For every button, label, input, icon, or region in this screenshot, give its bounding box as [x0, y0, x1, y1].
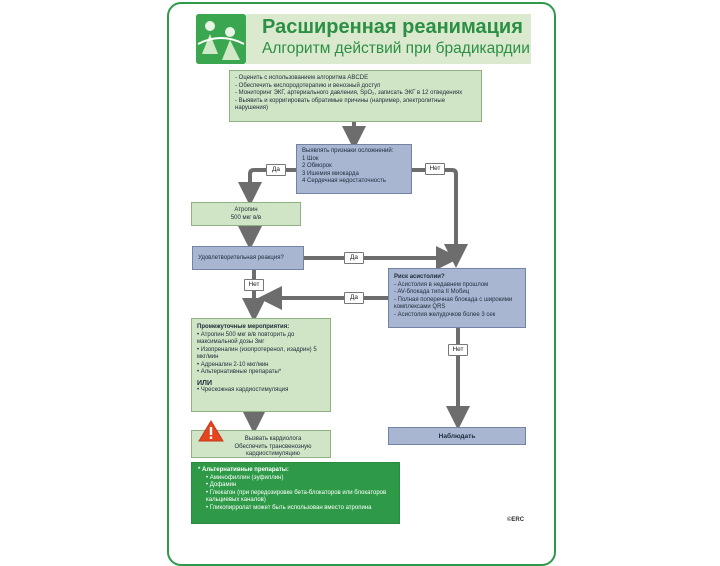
alternative-drug-item: • Глюкагон (при передозировке бета-блока… — [206, 489, 387, 504]
interim-item: • Атропин 500 мкг в/в повторить до макси… — [197, 331, 295, 346]
interim-measures-box: Промежуточные мероприятия: • Атропин 500… — [191, 318, 331, 412]
asystole-risk-box: Риск асистолии? - Асистолия в недавнем п… — [388, 268, 526, 328]
no-tag-risk: Нет — [448, 344, 468, 356]
no-tag-signs: Нет — [425, 163, 445, 175]
alternative-drug-item: • Дофамин — [206, 482, 237, 488]
page-title: Расширенная реанимация — [262, 16, 523, 38]
copyright-mark: ©ERC — [507, 517, 525, 523]
assessment-item: - Обеспечить кислородотерапию и венозный… — [235, 82, 381, 89]
interim-or-label: ИЛИ — [197, 379, 212, 387]
adverse-sign-item: 2 Обморок — [302, 163, 332, 169]
atropine-dose: 500 мкг в/в — [230, 214, 262, 221]
adverse-sign-item: 1 Шок — [302, 155, 319, 162]
assessment-item: - Выявить и корригировать обратимые прич… — [235, 97, 446, 112]
flow-arrows — [238, 122, 470, 434]
asystole-risk-item: - AV-блокада типа II Мобиц — [394, 289, 470, 295]
observe-label: Наблюдать — [438, 433, 476, 440]
asystole-risk-item: - Полная поперечная блокада с широкими к… — [394, 296, 513, 311]
interim-pacing: • Чрескожная кардиостимуляция — [197, 387, 289, 393]
yes-tag-signs: Да — [266, 164, 286, 176]
interim-heading: Промежуточные мероприятия: — [197, 324, 290, 330]
yes-tag-response: Да — [344, 252, 364, 264]
alternative-drug-item: • Гликопирролат может быть использован в… — [206, 504, 372, 511]
response-box: Удовлетворительная реакция? — [192, 246, 304, 270]
atropine-name: Атропин — [234, 207, 258, 213]
assessment-item: - Оценить с использованием алгоритма ABC… — [235, 75, 369, 81]
assessment-box: - Оценить с использованием алгоритма ABC… — [229, 70, 482, 122]
alternative-drugs-heading: * Альтернативные препараты: — [198, 467, 289, 473]
adverse-signs-heading: Выявлять признаки осложнений: — [302, 148, 394, 154]
asystole-risk-item: - Асистолия в недавнем прошлом — [394, 281, 489, 288]
yes-tag-risk: Да — [344, 292, 364, 304]
alternative-drug-item: • Аминофиллин (эуфиллин) — [206, 474, 284, 481]
assessment-item: - Мониторинг ЭКГ, артериального давления… — [235, 90, 463, 96]
assessment-list: - Оценить с использованием алгоритма ABC… — [235, 75, 476, 113]
asystole-risk-heading: Риск асистолии? — [394, 274, 445, 280]
header-band — [246, 14, 531, 64]
observe-box: Наблюдать — [388, 427, 526, 445]
adverse-sign-item: 3 Ишемия миокарда — [302, 170, 359, 177]
interim-item: • Альтернативные препараты* — [197, 369, 282, 375]
adverse-sign-item: 4 Сердечная недостаточность — [302, 178, 386, 184]
expert-help-line1: Вызвать кардиолога — [244, 436, 302, 442]
expert-help-line2: Обеспечить трансвенозную кардиостимуляци… — [234, 443, 312, 458]
interim-item: • Изопреналин (изопротеренол, изадрин) 5… — [197, 346, 317, 361]
adverse-signs-box: Выявлять признаки осложнений: 1 Шок 2 Об… — [296, 144, 412, 194]
alternative-drugs-box: * Альтернативные препараты: • Аминофилли… — [191, 462, 400, 524]
page-subtitle: Алгоритм действий при брадикардии — [262, 40, 530, 57]
no-tag-response: Нет — [244, 279, 264, 291]
response-question: Удовлетворительная реакция? — [198, 255, 284, 261]
resuscitation-logo — [196, 14, 246, 64]
interim-item: • Адреналин 2-10 мкг/мин — [197, 361, 269, 368]
warning-icon — [198, 420, 224, 442]
asystole-risk-item: - Асистолия желудочков более 3 сек — [394, 311, 496, 318]
atropine-box: Атропин 500 мкг в/в — [191, 202, 301, 226]
arrow-signs-no-to-risk — [412, 168, 468, 268]
arrow-signs-yes-to-atropine — [238, 168, 296, 206]
